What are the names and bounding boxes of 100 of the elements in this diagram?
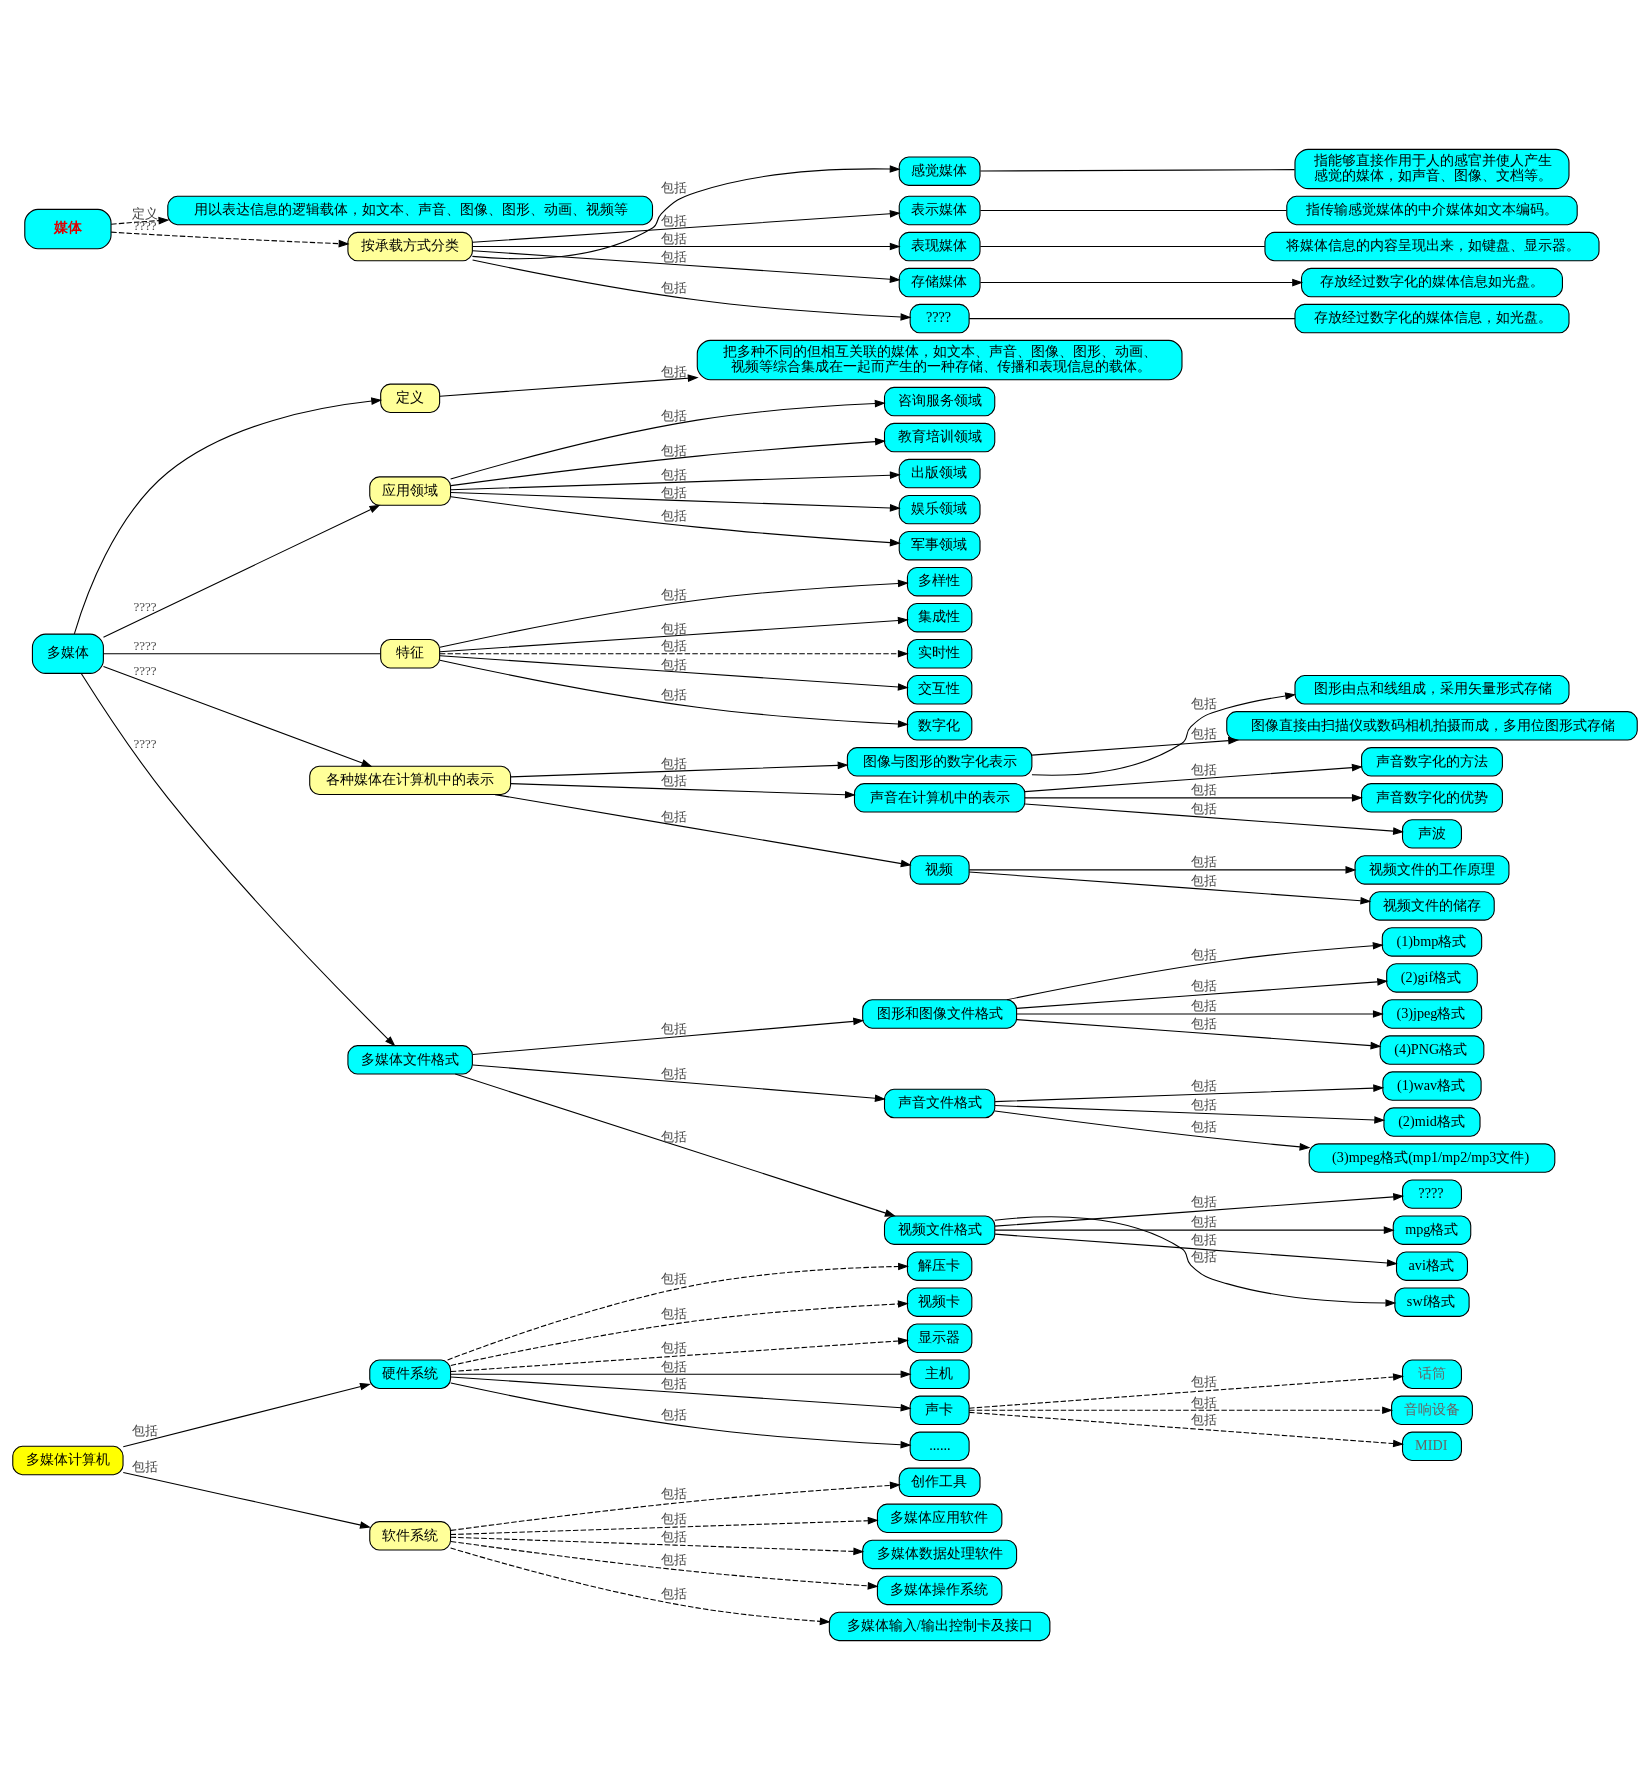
arrow: [994, 1110, 1311, 1151]
node-box: 多媒体数据处理软件: [862, 1539, 1018, 1570]
arrow: [450, 1376, 912, 1412]
node-box: 多媒体计算机: [12, 1445, 124, 1476]
arrow: [968, 1411, 1404, 1448]
edge-label: 包括: [1190, 800, 1217, 816]
arrow: [994, 1216, 1397, 1307]
node-box: mpg格式: [1392, 1215, 1472, 1245]
edge-label: 包括: [661, 1406, 688, 1422]
arrow: [102, 504, 381, 638]
connector: [102, 653, 381, 655]
arrow: [439, 649, 909, 658]
arrow: [994, 1193, 1405, 1227]
edge-label: 包括: [1190, 854, 1217, 870]
node-box: 交互性: [906, 675, 973, 705]
node-box: 指传输感觉媒体的中介媒体如文本编码。: [1286, 195, 1578, 226]
connector: [968, 318, 1296, 320]
node-box: 军事领域: [898, 530, 981, 561]
edge-label: 包括: [131, 1422, 158, 1438]
node-box: 实时性: [906, 639, 973, 669]
edge-label: 包括: [1190, 1214, 1217, 1230]
edge-label: 包括: [1190, 1193, 1217, 1209]
arrow: [122, 1471, 371, 1529]
arrow: [110, 216, 170, 225]
node-box: 声音数字化的方法: [1361, 747, 1503, 777]
node-box: ????: [1401, 1179, 1462, 1209]
node-box: 视频文件的工作原理: [1354, 855, 1510, 885]
edge-label: 包括: [1190, 946, 1217, 962]
arrow: [1006, 941, 1384, 1001]
node-box: ......: [909, 1431, 970, 1462]
node-box: 媒体: [24, 208, 112, 250]
edge-label: 包括: [1190, 695, 1217, 711]
arrow: [472, 250, 901, 284]
node-box: 感觉媒体: [898, 156, 981, 186]
arrow: [122, 1382, 371, 1448]
arrow: [1024, 763, 1363, 793]
edge-label: 包括: [661, 638, 688, 654]
arrow: [1016, 1010, 1384, 1018]
arrow: [994, 1226, 1395, 1234]
arrow: [472, 210, 901, 243]
node-box: 多媒体: [31, 633, 104, 674]
edge-label: 包括: [661, 1065, 688, 1081]
node-box: 把多种不同的但相互关联的媒体，如文本、声音、图像、图形、动画、视频等综合集成在一起而产生的一种存储、传播和表现信息的载体。: [696, 339, 1183, 381]
arrow: [450, 1337, 909, 1373]
node-box: (1)wav格式: [1382, 1071, 1482, 1101]
node-box: 图像直接由扫描仪或数码相机拍摄而成，多用位图形式存储: [1226, 711, 1638, 741]
edge-label: 包括: [1190, 977, 1217, 993]
arrow: [450, 1547, 831, 1626]
node-box: 创作工具: [898, 1467, 981, 1498]
node-box: 多媒体应用软件: [876, 1503, 1003, 1534]
edge-label: 包括: [661, 1551, 688, 1567]
edge-label: 包括: [661, 1528, 688, 1544]
edge-label: 包括: [1190, 1394, 1217, 1410]
node-box: 视频: [909, 855, 970, 885]
arrow: [472, 1017, 865, 1056]
arrow: [450, 437, 886, 487]
edge-label: 包括: [661, 407, 688, 423]
connector: [979, 169, 1296, 172]
arrow: [439, 616, 909, 653]
node-box: 存储媒体: [898, 267, 981, 298]
arrow: [102, 666, 373, 767]
arrow: [450, 496, 901, 547]
edge-label: 包括: [661, 586, 688, 602]
edge-label: 包括: [661, 1271, 688, 1287]
edge-label: 包括: [661, 1358, 688, 1374]
arrow: [510, 783, 856, 799]
node-box: 视频文件格式: [883, 1215, 996, 1245]
edge-label: 包括: [661, 809, 688, 825]
edge-label: 包括: [1190, 872, 1217, 888]
node-box: 声音在计算机中的表示: [853, 783, 1026, 813]
node-box: 各种媒体在计算机中的表示: [309, 765, 512, 796]
node-box: 咨询服务领域: [883, 386, 996, 417]
node-box: 图形由点和线组成，采用矢量形式存储: [1294, 675, 1570, 705]
arrow: [1024, 794, 1363, 802]
edge-label: 包括: [661, 179, 688, 195]
arrow: [450, 1540, 879, 1590]
arrow: [450, 399, 886, 480]
edge-label: 包括: [661, 249, 688, 265]
node-box: 视频卡: [906, 1287, 973, 1317]
node-box: 软件系统: [369, 1521, 452, 1551]
arrow: [1016, 978, 1389, 1009]
edge-label: 包括: [1190, 1373, 1217, 1389]
arrow: [73, 397, 383, 635]
edge-label: 包括: [661, 1306, 688, 1322]
edge-label: ????: [133, 638, 157, 654]
node-box: 存放经过数字化的媒体信息如光盘。: [1301, 267, 1563, 298]
arrow: [450, 1536, 865, 1556]
arrow: [494, 794, 912, 868]
edge-label: 包括: [661, 485, 688, 501]
edge-label: 包括: [1190, 998, 1217, 1014]
arrow: [472, 1064, 886, 1103]
edge-label: 包括: [661, 213, 688, 229]
node-box: 图像与图形的数字化表示: [846, 747, 1033, 777]
edge-label: 包括: [661, 687, 688, 703]
edge-label: 包括: [661, 508, 688, 524]
edge-label: 包括: [661, 1021, 688, 1037]
arrow: [450, 491, 901, 512]
arrow: [439, 655, 909, 691]
edge-label: 包括: [1190, 1249, 1217, 1265]
node-box: 按承载方式分类: [347, 231, 473, 262]
